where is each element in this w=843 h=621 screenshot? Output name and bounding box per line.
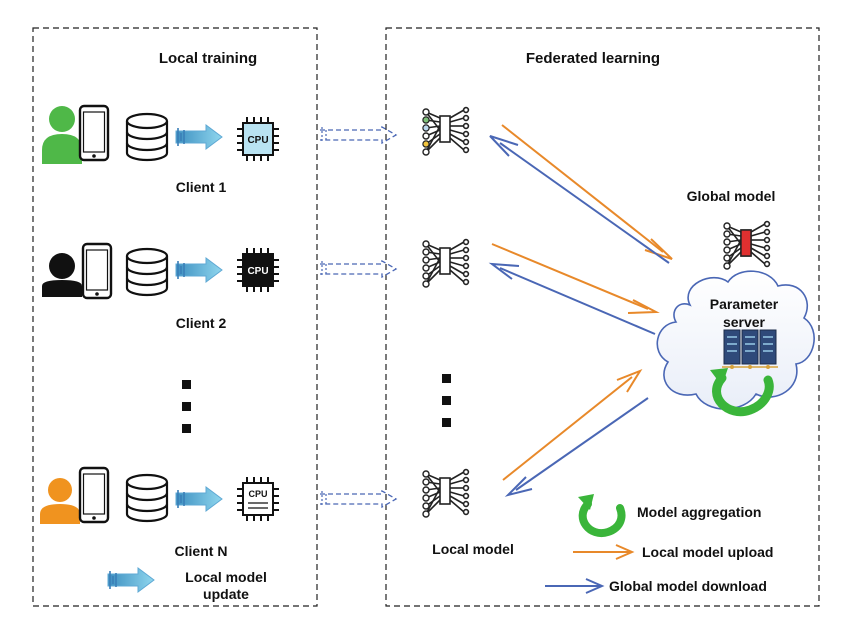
federated-learning-panel <box>385 27 820 607</box>
parameter-server-label-line-1: Parameter <box>710 296 779 312</box>
download-arrow-n <box>504 397 649 497</box>
legend-download-label: Global model download <box>609 578 767 594</box>
neural-network-icon <box>422 468 470 518</box>
client-2-avatar-head <box>49 253 75 279</box>
upload-legend-arrow <box>573 544 635 560</box>
aggregation-legend-icon <box>578 494 626 538</box>
cpu-chip-icon: CPU <box>236 247 280 293</box>
server-rack-icon <box>722 329 778 369</box>
local-update-arrow-icon <box>175 486 223 512</box>
download-arrow-1 <box>489 135 670 264</box>
download-arrow-2 <box>488 262 656 335</box>
global-model-label: Global model <box>687 188 776 204</box>
parameter-server-cloud: Parameter server <box>656 270 815 417</box>
client-1-row: CPU Client 1 <box>42 104 280 195</box>
upload-arrow-n <box>502 368 643 481</box>
user-icon <box>42 253 82 297</box>
global-model <box>723 220 771 270</box>
local-update-arrow-icon <box>175 124 223 150</box>
cpu-chip-icon: CPU <box>236 116 280 162</box>
legend-upload: Local model upload <box>573 544 773 560</box>
model-ellipsis <box>442 374 451 427</box>
phone-icon <box>78 104 110 162</box>
cpu-label: CPU <box>248 489 267 499</box>
phone-icon <box>78 466 110 524</box>
upload-arrow-1 <box>501 124 673 260</box>
legend-aggregation-label: Model aggregation <box>637 504 761 520</box>
aggregation-icon <box>710 368 774 417</box>
client-2-label: Client 2 <box>176 315 227 331</box>
legend-local-update: Local model update <box>107 567 267 602</box>
federated-learning-title: Federated learning <box>526 50 660 67</box>
legend-download: Global model download <box>545 578 767 594</box>
database-icon <box>125 247 169 297</box>
local-model-n <box>422 468 470 518</box>
legend-local-update-line-1: Local model <box>185 569 267 585</box>
transfer-arrow-icon <box>319 260 397 278</box>
client-1-avatar-body <box>42 134 82 164</box>
client-n-avatar-body <box>40 504 80 524</box>
local-training-panel <box>32 27 318 607</box>
cpu-label: CPU <box>247 135 268 146</box>
local-update-legend-icon <box>107 567 155 593</box>
legend-aggregation: Model aggregation <box>578 494 761 538</box>
client-n-label: Client N <box>175 543 228 559</box>
communication-arrows <box>488 124 673 497</box>
client-2-avatar-body <box>42 280 82 297</box>
cpu-chip-icon: CPU <box>236 476 280 522</box>
client-1-label: Client 1 <box>176 179 227 195</box>
upload-arrow-2 <box>491 243 660 314</box>
phone-icon <box>81 242 113 300</box>
client-n-row: CPU Client N <box>40 466 280 559</box>
parameter-server-label-line-2: server <box>723 314 766 330</box>
client-1-avatar-head <box>49 106 75 132</box>
client-2-row: CPU Client 2 <box>42 242 280 331</box>
download-legend-arrow <box>545 578 605 594</box>
transfer-arrow-icon <box>319 126 397 144</box>
client-n-avatar-head <box>48 478 72 502</box>
local-training-title: Local training <box>159 50 257 67</box>
cpu-label: CPU <box>247 266 268 277</box>
client-ellipsis <box>182 380 191 433</box>
local-model-label: Local model <box>432 541 514 557</box>
legend-upload-label: Local model upload <box>642 544 773 560</box>
database-icon <box>125 112 169 162</box>
local-update-arrow-icon <box>175 257 223 283</box>
local-model-2 <box>422 238 470 288</box>
user-icon <box>42 106 82 164</box>
neural-network-icon <box>422 238 470 288</box>
local-model-1 <box>422 106 470 156</box>
neural-network-icon <box>422 106 470 156</box>
database-icon <box>125 473 169 523</box>
legend-local-update-line-2: update <box>203 586 249 602</box>
user-icon <box>40 478 80 524</box>
transfer-arrow-icon <box>319 490 397 508</box>
